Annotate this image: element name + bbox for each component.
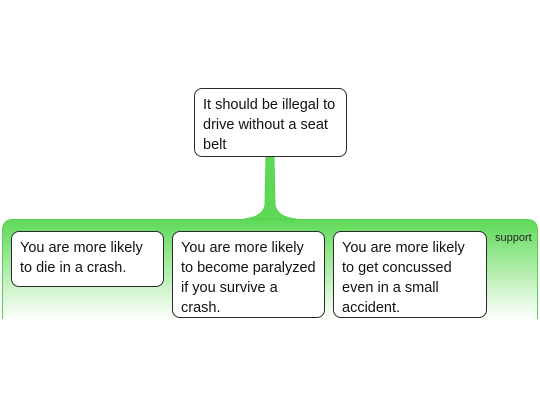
- support-group-label: support: [495, 232, 532, 244]
- reason-node-3[interactable]: You are more likely to get concussed eve…: [333, 231, 487, 318]
- reason-text-3: You are more likely to get concussed eve…: [342, 240, 465, 316]
- reason-text-1: You are more likely to die in a crash.: [20, 240, 143, 276]
- reason-node-2[interactable]: You are more likely to become paralyzed …: [172, 231, 325, 318]
- reason-text-2: You are more likely to become paralyzed …: [181, 240, 316, 316]
- claim-text: It should be illegal to drive without a …: [203, 97, 336, 153]
- claim-node[interactable]: It should be illegal to drive without a …: [194, 88, 347, 157]
- reason-node-1[interactable]: You are more likely to die in a crash.: [11, 231, 164, 287]
